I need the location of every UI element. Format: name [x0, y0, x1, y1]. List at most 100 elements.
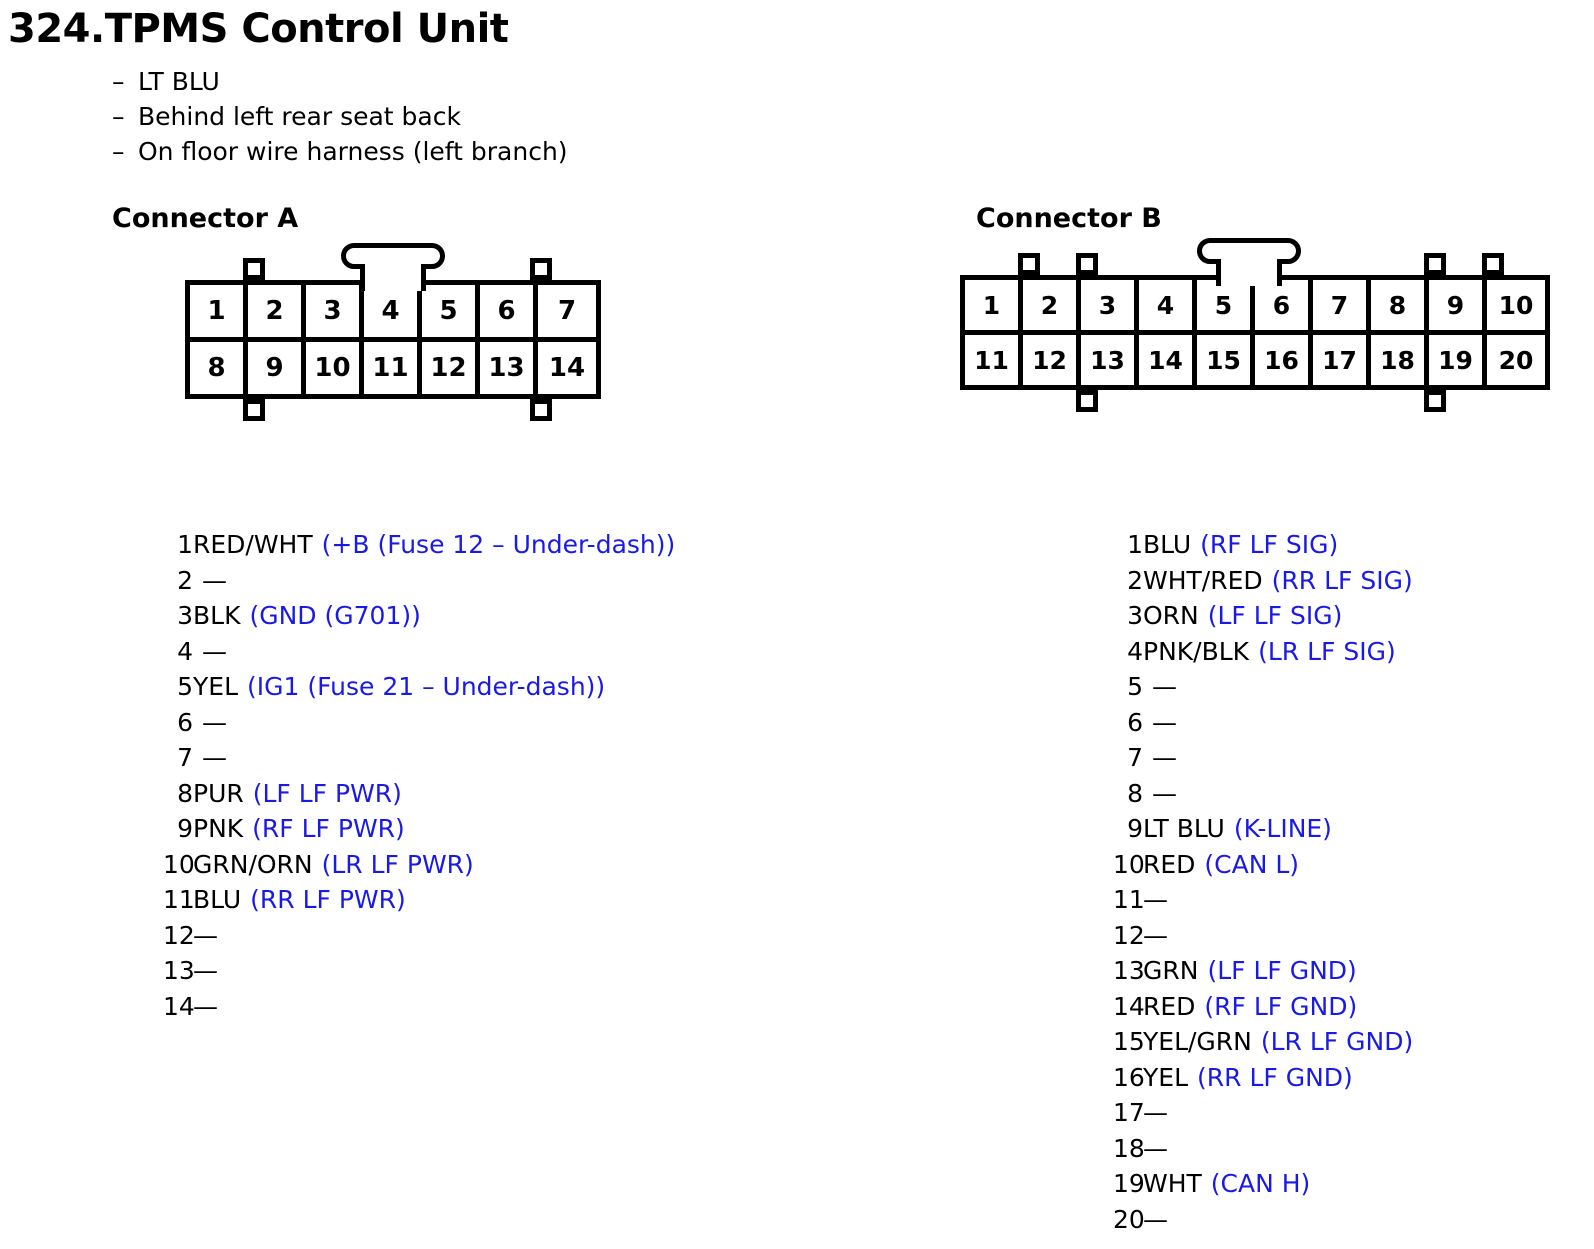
- pin-list-row: 11BLU (RR LF PWR): [163, 882, 675, 918]
- pin-cell: 18: [1371, 335, 1429, 385]
- pin-number: 3: [177, 601, 193, 630]
- pin-wire-color: RED: [1143, 849, 1196, 879]
- pin-number: 17: [1113, 1098, 1145, 1127]
- document-note: –Behind left rear seat back: [112, 99, 568, 134]
- pin-number: 16: [1113, 1062, 1145, 1092]
- pin-function: (LF LF GND): [1207, 956, 1357, 985]
- document-notes-list: –LT BLU–Behind left rear seat back–On fl…: [112, 64, 568, 169]
- connector-b-pin-list: 1BLU(RF LF SIG)2WHT/RED(RR LF SIG)3ORN(L…: [1113, 527, 1413, 1237]
- pin-cell: 1: [965, 280, 1023, 330]
- pin-number: 4: [177, 636, 193, 666]
- pin-function: (RF LF GND): [1204, 991, 1358, 1021]
- pin-list-row: 17—: [1113, 1095, 1413, 1131]
- pin-list-row: 14—: [163, 989, 675, 1025]
- pin-function: (LF LF SIG): [1207, 601, 1343, 630]
- pin-list-row: 6—: [163, 705, 675, 741]
- pin-function: (CAN L): [1204, 849, 1300, 879]
- connector-b-notch-top-3: [1424, 253, 1446, 275]
- pin-wire-color: GRN: [1143, 956, 1199, 985]
- pin-wire-color: RED/WHT: [193, 530, 313, 559]
- pin-number: 11: [163, 885, 195, 914]
- pin-number: 13: [163, 956, 195, 985]
- pin-cell: 13: [1081, 335, 1139, 385]
- pin-list-row: 7—: [163, 740, 675, 776]
- pin-number: 2: [1127, 565, 1143, 595]
- note-label: On floor wire harness (left branch): [138, 137, 568, 166]
- pin-empty-marker: —: [1143, 1098, 1168, 1127]
- pin-function: (+B (Fuse 12 – Under-dash)): [321, 530, 676, 559]
- pin-cell: 9: [248, 342, 306, 394]
- pin-cell: 16: [1255, 335, 1313, 385]
- pin-empty-marker: —: [202, 565, 227, 595]
- pin-number: 9: [177, 814, 193, 843]
- pin-list-row: 2WHT/RED(RR LF SIG): [1113, 563, 1413, 599]
- pin-number: 15: [1113, 1027, 1145, 1056]
- connector-b-notch-top-4: [1482, 253, 1504, 275]
- pin-number: 8: [1127, 778, 1143, 808]
- note-dash: –: [112, 102, 125, 131]
- pin-list-row: 4PNK/BLK (LR LF SIG): [1113, 634, 1413, 670]
- pin-cell: 9: [1429, 280, 1487, 330]
- connector-b-notch-bottom-left: [1076, 390, 1098, 412]
- connector-b-notch-top-2: [1076, 253, 1098, 275]
- pin-number: 3: [1127, 601, 1143, 630]
- pin-wire-color: GRN/ORN: [193, 849, 313, 879]
- pin-wire-color: PNK: [193, 814, 244, 843]
- pin-empty-marker: —: [202, 743, 227, 772]
- pin-number: 12: [163, 920, 195, 950]
- note-label: LT BLU: [138, 67, 220, 96]
- pin-empty-marker: —: [202, 636, 227, 666]
- pin-wire-color: RED: [1143, 991, 1196, 1021]
- pin-number: 4: [1127, 636, 1143, 666]
- pin-function: (LR LF PWR): [321, 849, 474, 879]
- pin-list-row: 3ORN (LF LF SIG): [1113, 598, 1413, 634]
- pin-function: (RR LF GND): [1197, 1062, 1353, 1092]
- pin-function: (LR LF SIG): [1258, 636, 1396, 666]
- pin-cell: 10: [1487, 280, 1545, 330]
- pin-cell: 2: [1023, 280, 1081, 330]
- pin-cell: 7: [1313, 280, 1371, 330]
- pin-cell: 4: [1139, 280, 1197, 330]
- pin-number: 11: [1113, 885, 1145, 914]
- pin-cell: 14: [1139, 335, 1197, 385]
- pin-empty-marker: —: [1143, 885, 1168, 914]
- pin-wire-color: YEL: [193, 672, 238, 701]
- pin-function: (RR LF PWR): [250, 885, 406, 914]
- note-dash: –: [112, 67, 125, 96]
- pin-function: (IG1 (Fuse 21 – Under-dash)): [247, 672, 606, 701]
- pin-list-row: 9PNK(RF LF PWR): [163, 811, 675, 847]
- connector-b-latch: [1197, 238, 1301, 286]
- note-dash: –: [112, 137, 125, 166]
- connector-a-pin-list: 1RED/WHT(+B (Fuse 12 – Under-dash))2—3BL…: [163, 527, 675, 1024]
- pin-wire-color: ORN: [1143, 601, 1199, 630]
- pin-list-row: 13—: [163, 953, 675, 989]
- pin-function: (GND (G701)): [249, 601, 421, 630]
- pin-list-row: 18—: [1113, 1131, 1413, 1167]
- pin-wire-color: BLU: [1143, 530, 1192, 559]
- pin-wire-color: BLU: [193, 885, 242, 914]
- pin-empty-marker: —: [193, 920, 218, 950]
- pin-cell: 2: [248, 285, 306, 337]
- pin-empty-marker: —: [202, 707, 227, 737]
- pin-cell: 12: [1023, 335, 1081, 385]
- pin-number: 13: [1113, 956, 1145, 985]
- pin-wire-color: PNK/BLK: [1143, 636, 1250, 666]
- pin-cell: 20: [1487, 335, 1545, 385]
- pin-empty-marker: —: [1143, 920, 1168, 950]
- pin-wire-color: LT BLU: [1143, 814, 1225, 843]
- pin-cell: 4: [364, 285, 422, 337]
- pin-function: (LF LF PWR): [252, 778, 402, 808]
- pin-list-row: 4—: [163, 634, 675, 670]
- pin-empty-marker: —: [1143, 1204, 1168, 1234]
- connector-a-heading: Connector A: [112, 203, 299, 234]
- pin-empty-marker: —: [1143, 1133, 1168, 1163]
- pin-list-row: 3BLK(GND (G701)): [163, 598, 675, 634]
- pin-list-row: 13GRN (LF LF GND): [1113, 953, 1413, 989]
- connector-a-notch-bottom-left: [243, 399, 265, 421]
- pin-function: (LR LF GND): [1260, 1027, 1414, 1056]
- pin-list-row: 20—: [1113, 1202, 1413, 1238]
- latch-neck: [360, 264, 426, 291]
